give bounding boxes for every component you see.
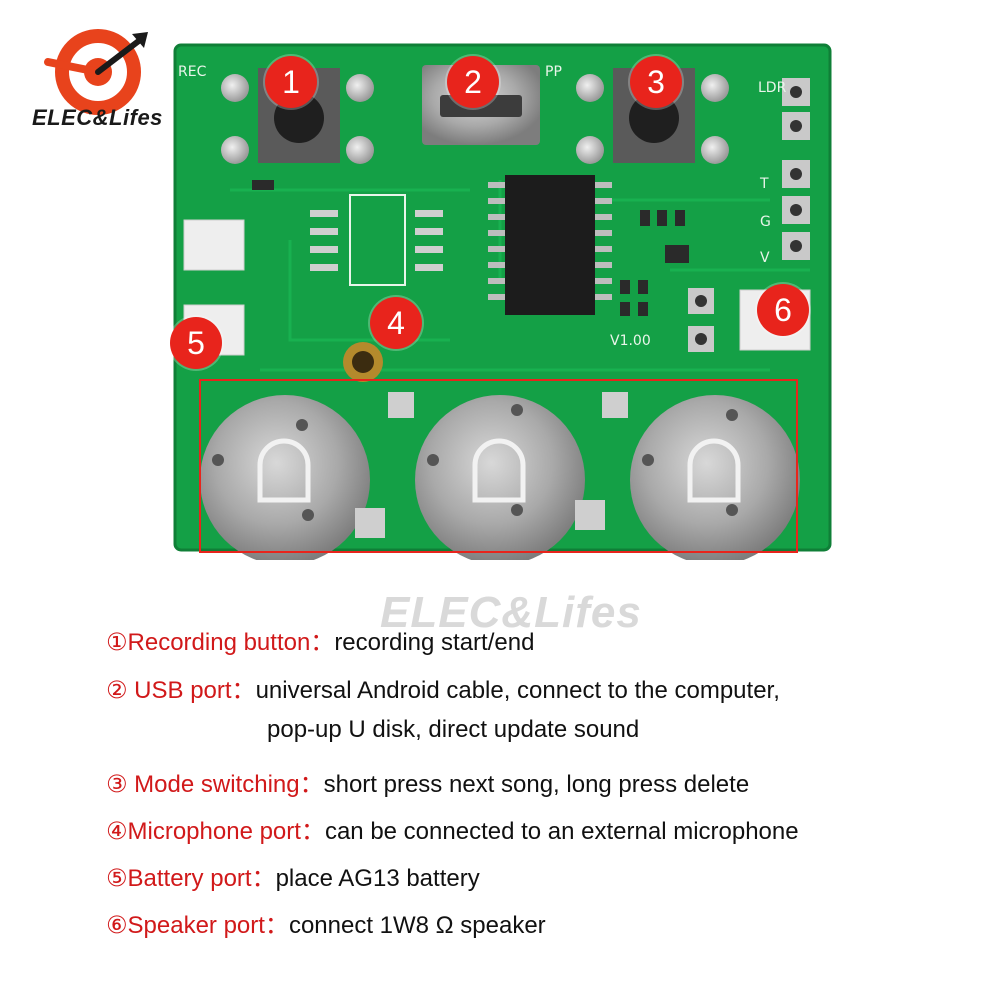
badge-4-microphone: 4 bbox=[370, 297, 422, 349]
silk-version: V1.00 bbox=[610, 333, 651, 349]
silk-pp: PP bbox=[545, 64, 562, 80]
battery-highlight-box bbox=[199, 379, 798, 553]
pcb-board: REC PP LDR T G V V1.00 bbox=[173, 43, 832, 560]
badge-3-mode: 3 bbox=[630, 56, 682, 108]
desc-microphone-port: ④Microphone port：can be connected to an … bbox=[106, 818, 799, 845]
badge-2-usb: 2 bbox=[447, 56, 499, 108]
battery-holder-1 bbox=[200, 395, 385, 560]
desc-mode-switching: ③ Mode switching：short press next song, … bbox=[106, 771, 750, 798]
brand-logo-text: ELEC&Lifes bbox=[32, 105, 163, 130]
silk-g: G bbox=[760, 214, 771, 230]
silk-ldr: LDR bbox=[758, 80, 787, 96]
header-pins bbox=[782, 78, 810, 260]
battery-holder-2 bbox=[388, 392, 605, 560]
recording-button-icon bbox=[221, 68, 374, 164]
mode-switch-button-icon bbox=[576, 68, 729, 164]
badge-6-speaker: 6 bbox=[757, 284, 809, 336]
main-chip-icon bbox=[488, 175, 612, 315]
desc-usb-port: ② USB port：universal Android cable, conn… bbox=[106, 677, 780, 704]
microphone-icon bbox=[343, 342, 383, 382]
badge-1-recording: 1 bbox=[265, 56, 317, 108]
desc-recording-button: ①Recording button：recording start/end bbox=[106, 629, 535, 656]
brand-watermark: ELEC&Lifes bbox=[380, 588, 642, 637]
brand-logo-icon bbox=[44, 29, 148, 115]
battery-holder-3 bbox=[602, 392, 800, 560]
desc-battery-port: ⑤Battery port：place AG13 battery bbox=[106, 865, 480, 892]
desc-usb-port-cont: pop-up U disk, direct update sound bbox=[267, 716, 640, 743]
silk-v: V bbox=[760, 250, 770, 266]
silk-t: T bbox=[759, 176, 769, 192]
desc-speaker-port: ⑥Speaker port：connect 1W8 Ω speaker bbox=[106, 912, 546, 939]
silk-rec: REC bbox=[178, 64, 207, 80]
badge-5-battery: 5 bbox=[170, 317, 222, 369]
